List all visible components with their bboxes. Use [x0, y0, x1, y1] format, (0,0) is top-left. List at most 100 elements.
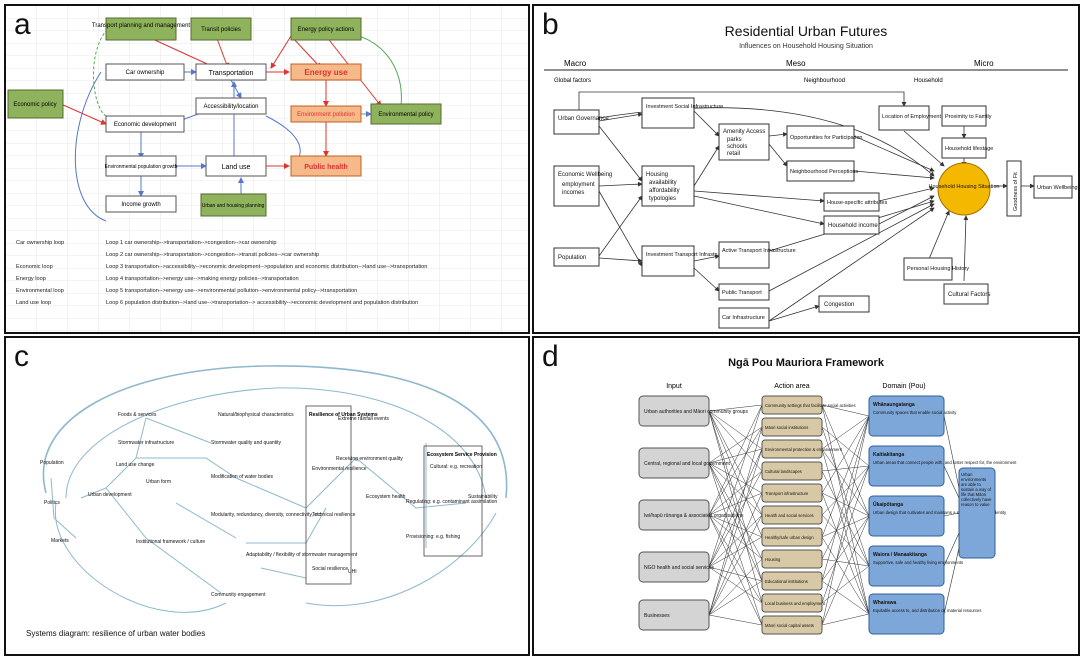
- b-node-proximity-family: Proximity to Family: [945, 114, 992, 120]
- b-node-housing: Housing: [646, 172, 668, 178]
- loop-text-1: Loop 1 car ownership-->transportation-->…: [106, 240, 277, 246]
- d-domain-4-name: Waiora / Manaakitanga: [873, 552, 927, 558]
- panel-b-diagram: Residential Urban Futures Influences on …: [544, 23, 1078, 329]
- b-node-population: Population: [558, 255, 586, 261]
- loop-name-3: Economic loop: [16, 264, 53, 270]
- d-action-2: Māori social institutions: [765, 425, 808, 430]
- node-energy-policies: Energy policy actions: [298, 27, 355, 33]
- node-car-ownership: Car ownership: [126, 70, 165, 76]
- loop-name-5: Environmental loop: [16, 288, 64, 294]
- c-node-ecosystem-health: Ecosystem health: [366, 494, 406, 500]
- b-node-car-infrastructure: Car Infrastructure: [722, 315, 765, 321]
- b-node-opportunities: Opportunities for Participation: [790, 135, 862, 141]
- panel-a: a: [4, 4, 530, 334]
- node-energy-use: Energy use: [304, 68, 348, 77]
- b-node-amenity-item-1: parks: [727, 137, 742, 143]
- b-node-investment-transport: Investment Transport Infrastructure: [646, 252, 732, 258]
- loop-text-3: Loop 3 transportation-->accessibility-->…: [106, 264, 427, 270]
- d-domain-5-name: Whairawa: [873, 600, 897, 606]
- c-node-sustainability: Sustainability: [468, 494, 498, 500]
- d-col-action: Action area: [774, 383, 810, 390]
- d-outcome: Urban environments are able to sustain a…: [961, 472, 992, 507]
- b-subtitle: Influences on Household Housing Situatio…: [739, 43, 873, 50]
- node-economic-development: Economic development: [114, 122, 177, 128]
- d-col-domain: Domain (Pou): [882, 383, 925, 390]
- b-node-cultural-factors: Cultural Factors: [948, 292, 990, 298]
- b-node-personal-history: Personal Housing History: [907, 266, 969, 272]
- d-title: Ngā Pou Mauriora Framework: [728, 357, 885, 369]
- b-node-neighbourhood-perceptions: Neighbourhood Perceptions: [790, 169, 858, 175]
- c-node-cultural: Cultural: e.g. recreation: [430, 464, 482, 470]
- c-node-extreme-events: Extreme rainfall events: [338, 416, 389, 422]
- node-economic-policy: Economic policy: [13, 102, 56, 108]
- c-node-uhi: UHI: [348, 569, 357, 575]
- c-node-institutional: Institutional framework / culture: [136, 539, 205, 545]
- b-node-housing-item-1: availability: [649, 180, 677, 186]
- c-node-markets: Markets: [51, 538, 69, 544]
- loop-name-4: Energy loop: [16, 276, 46, 282]
- b-node-active-transport: Active Transport Infrastructure: [722, 248, 796, 254]
- b-node-amenity-item-2: schools: [727, 144, 747, 150]
- b-node-economic-item-1: employment: [562, 182, 595, 188]
- d-domain-1-name: Whānaungatanga: [873, 402, 915, 408]
- d-action-4: Cultural landscapes: [765, 469, 802, 474]
- loop-name-1: Car ownership loop: [16, 240, 64, 246]
- b-sub-global: Global factors: [554, 78, 591, 84]
- panel-b-letter: b: [542, 8, 559, 41]
- node-land-use: Land use: [222, 164, 251, 171]
- b-node-urban-governance: Urban Governance: [558, 116, 609, 122]
- node-population-growth: Environmental population growth: [105, 164, 178, 170]
- d-domain-1-desc: Community spaces that enable social acti…: [873, 410, 957, 415]
- d-domain-5-desc: Equitable access to, and distribution of…: [873, 608, 981, 613]
- c-node-urban-development: Urban development: [88, 492, 132, 498]
- c-node-social-resilience: Social resilience: [312, 566, 348, 572]
- b-node-household-situation-circle: [937, 162, 991, 216]
- b-title: Residential Urban Futures: [725, 23, 888, 39]
- d-action-9: Educational institutions: [765, 579, 808, 584]
- c-node-environmental-resilience: Environmental resilience: [312, 466, 367, 472]
- c-node-natural: Natural/biophysical characteristics: [218, 412, 294, 418]
- d-input-1: Urban authorities and Māori community gr…: [644, 409, 748, 415]
- b-node-economic-wellbeing: Economic Wellbeing: [558, 172, 612, 178]
- b-node-location-employment: Location of Employment: [882, 114, 941, 120]
- panel-d-letter: d: [542, 340, 559, 373]
- node-environment-pollution: Environment pollution: [297, 112, 355, 118]
- d-domain-4-desc: Supportive, safe and healthy living envi…: [873, 560, 963, 565]
- d-domain-2-desc: Urban areas that connect people with, an…: [873, 460, 1017, 465]
- loop-text-2: Loop 2 car ownership-->transportation-->…: [106, 252, 319, 258]
- panel-c-diagram: Population Politics Markets Urban develo…: [26, 365, 508, 638]
- node-transit-policies: Transit policies: [201, 27, 241, 33]
- node-income-growth: Income growth: [121, 202, 160, 208]
- b-node-economic-item-2: incomes: [562, 190, 584, 196]
- b-scale-macro: Macro: [564, 59, 587, 68]
- b-node-household-lifestage: Household lifestage: [945, 146, 993, 152]
- d-input-3: Iwi/hapū rūnanga & associated organisati…: [644, 513, 744, 519]
- d-action-1: Community settings that facilitate socia…: [765, 403, 856, 408]
- c-node-modification: Modification of water bodies: [211, 474, 273, 480]
- d-action-5: Transport infrastructure: [765, 491, 809, 496]
- c-node-technical-resilience: Technical resilience: [312, 512, 356, 518]
- d-action-3: Environmental protection & enhancement: [765, 447, 843, 452]
- panel-a-letter: a: [14, 8, 31, 41]
- c-node-stormwater-infra: Stormwater infrastructure: [118, 440, 174, 446]
- panel-a-diagram: Transport planning and management Transi…: [6, 6, 528, 332]
- b-node-housing-item-2: affordability: [649, 188, 680, 194]
- c-node-regulating: Regulating: e.g. contaminant assimilatio…: [406, 499, 497, 505]
- node-public-health: Public health: [304, 164, 348, 171]
- loop-text-5: Loop 5 transportation-->energy use-->env…: [106, 288, 357, 294]
- c-box-resilience: Resilience of Urban Systems: [309, 412, 378, 418]
- b-node-house-specific: House-specific attributes: [827, 200, 887, 206]
- d-col-input: Input: [666, 383, 682, 390]
- b-node-congestion: Congestion: [824, 302, 854, 308]
- c-node-receiving-environment: Receiving environment quality: [336, 456, 403, 462]
- c-node-foods-services: Foods & services: [118, 412, 157, 418]
- c-node-politics: Politics: [44, 500, 60, 506]
- node-transport-planning: Transport planning and management: [92, 23, 191, 29]
- c-node-community-engagement: Community engagement: [211, 592, 266, 598]
- c-node-provisioning: Provisioning: e.g. fishing: [406, 534, 460, 540]
- c-node-urban-form: Urban form: [146, 479, 171, 485]
- node-transportation: Transportation: [209, 70, 254, 77]
- d-input-4: NGO health and social services: [644, 565, 715, 571]
- b-node-goodness-fit: Goodness of Fit: [1013, 172, 1019, 211]
- b-node-public-transport: Public Transport: [722, 290, 762, 296]
